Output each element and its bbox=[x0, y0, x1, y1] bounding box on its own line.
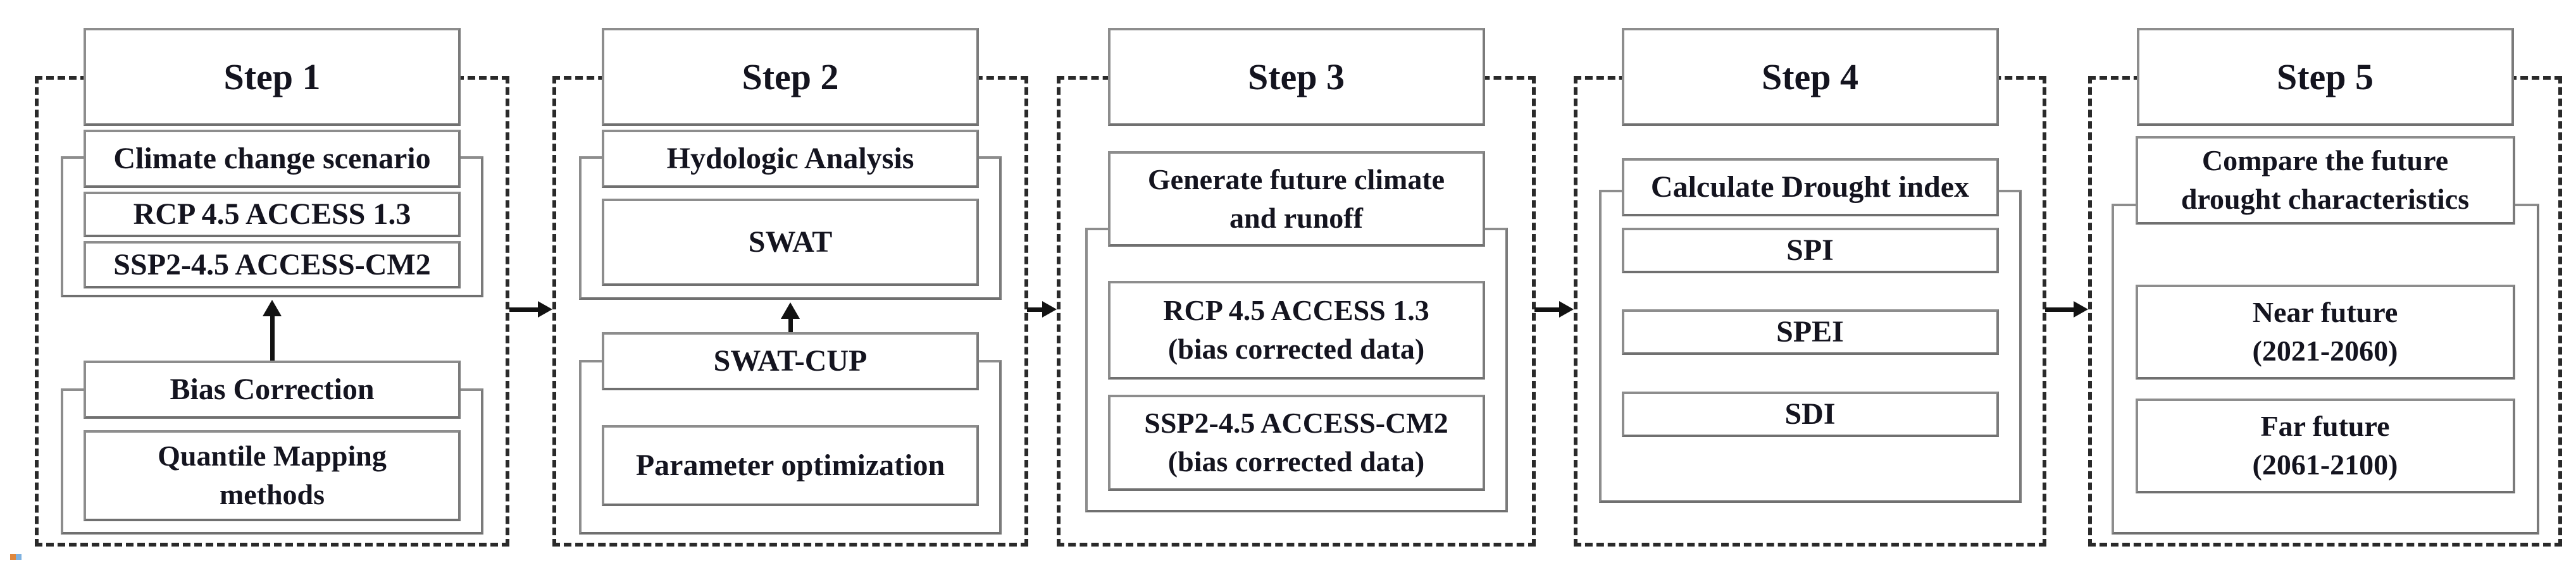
arrow-step1-to-step2-head bbox=[538, 301, 552, 318]
arrow-step4-to-step5 bbox=[2045, 301, 2088, 318]
step-1-item-ssp: SSP2-4.5 ACCESS-CM2 bbox=[84, 241, 461, 288]
step-3-panel: Step 3 Generate future climate and runof… bbox=[1057, 0, 1536, 575]
step-3-generate-header-box: Generate future climate and runoff bbox=[1107, 151, 1485, 247]
step-1-item-rcp: RCP 4.5 ACCESS 1.3 bbox=[84, 192, 461, 237]
step-2-panel: Step 2 Hydologic Analysis SWAT SWAT-CUP … bbox=[552, 0, 1028, 575]
step-4-drought-header-box: Calculate Drought index bbox=[1621, 158, 1999, 216]
step-5-item-far-future: Far future (2061-2100) bbox=[2135, 399, 2515, 493]
step-2-swatcup-header-box: SWAT-CUP bbox=[602, 332, 979, 390]
arrow-step4-to-step5-line bbox=[2045, 307, 2074, 312]
step-5-item-near-future-label: Near future (2021-2060) bbox=[2252, 296, 2398, 367]
step-2-hydro-header: Hydologic Analysis bbox=[666, 142, 914, 176]
step-3-item-ssp-corrected: SSP2-4.5 ACCESS-CM2 (bias corrected data… bbox=[1107, 395, 1485, 491]
step-4-item-sdi: SDI bbox=[1621, 392, 1999, 437]
step-1-up-arrow-head bbox=[263, 300, 282, 316]
arrow-step2-to-step3-line bbox=[1027, 307, 1042, 312]
step-4-item-spi: SPI bbox=[1621, 228, 1999, 273]
step-1-item-quantile-label: Quantile Mapping methods bbox=[158, 440, 387, 510]
step-5-item-far-future-label: Far future (2061-2100) bbox=[2252, 410, 2398, 481]
step-5-compare-header: Compare the future drought characteristi… bbox=[2181, 144, 2470, 215]
step-3-title: Step 3 bbox=[1247, 56, 1345, 97]
arrow-step4-to-step5-head bbox=[2074, 301, 2088, 318]
step-4-item-spi-label: SPI bbox=[1786, 233, 1834, 268]
step-3-item-rcp-corrected: RCP 4.5 ACCESS 1.3 (bias corrected data) bbox=[1107, 281, 1485, 380]
step-1-bias-header: Bias Correction bbox=[170, 373, 375, 407]
step-2-item-parameter: Parameter optimization bbox=[602, 425, 979, 506]
step-1-title: Step 1 bbox=[223, 56, 321, 97]
scan-artifact-blue bbox=[16, 554, 22, 560]
step-3-item-rcp-corrected-label: RCP 4.5 ACCESS 1.3 (bias corrected data) bbox=[1163, 294, 1429, 365]
step-1-climate-header: Climate change scenario bbox=[113, 142, 431, 176]
step-1-climate-header-box: Climate change scenario bbox=[84, 130, 461, 188]
step-1-up-arrow bbox=[261, 300, 283, 361]
arrow-step3-to-step4-head bbox=[1559, 301, 1574, 318]
scan-artifact-orange bbox=[10, 554, 16, 560]
step-1-up-arrow-line bbox=[270, 316, 275, 361]
step-1-item-quantile: Quantile Mapping methods bbox=[84, 430, 461, 521]
step-2-hydro-header-box: Hydologic Analysis bbox=[602, 130, 979, 188]
arrow-step2-to-step3-head bbox=[1042, 301, 1057, 318]
step-5-compare-header-box: Compare the future drought characteristi… bbox=[2135, 136, 2515, 225]
step-1-item-rcp-label: RCP 4.5 ACCESS 1.3 bbox=[133, 197, 411, 232]
step-4-item-spei: SPEI bbox=[1621, 309, 1999, 355]
step-2-item-swat: SWAT bbox=[602, 199, 979, 286]
step-2-up-arrow-line bbox=[788, 319, 793, 333]
step-2-title-box: Step 2 bbox=[602, 28, 979, 126]
step-2-title: Step 2 bbox=[742, 56, 839, 97]
step-3-item-ssp-corrected-label: SSP2-4.5 ACCESS-CM2 (bias corrected data… bbox=[1144, 407, 1448, 478]
step-4-drought-header: Calculate Drought index bbox=[1650, 170, 1970, 204]
step-1-bias-header-box: Bias Correction bbox=[84, 361, 461, 419]
arrow-step1-to-step2-line bbox=[509, 307, 538, 312]
arrow-step2-to-step3 bbox=[1027, 301, 1057, 318]
step-4-item-sdi-label: SDI bbox=[1784, 397, 1836, 431]
step-1-item-ssp-label: SSP2-4.5 ACCESS-CM2 bbox=[113, 247, 431, 281]
step-5-title: Step 5 bbox=[2276, 56, 2374, 97]
arrow-step1-to-step2 bbox=[509, 301, 552, 318]
step-4-panel: Step 4 Calculate Drought index SPI SPEI … bbox=[1574, 0, 2046, 575]
step-2-up-arrow bbox=[780, 302, 801, 333]
step-3-generate-header: Generate future climate and runoff bbox=[1147, 163, 1445, 234]
step-4-title: Step 4 bbox=[1761, 56, 1859, 97]
step-2-swatcup-header: SWAT-CUP bbox=[713, 344, 868, 378]
step-4-title-box: Step 4 bbox=[1621, 28, 1999, 126]
step-2-up-arrow-head bbox=[781, 302, 800, 319]
step-1-panel: Step 1 Climate change scenario RCP 4.5 A… bbox=[35, 0, 509, 575]
step-3-title-box: Step 3 bbox=[1107, 28, 1485, 126]
step-2-item-parameter-label: Parameter optimization bbox=[635, 448, 945, 483]
arrow-step3-to-step4-line bbox=[1534, 307, 1559, 312]
step-5-item-near-future: Near future (2021-2060) bbox=[2135, 285, 2515, 380]
scan-artifact-dot bbox=[10, 554, 22, 560]
step-4-item-spei-label: SPEI bbox=[1776, 315, 1844, 349]
step-1-title-box: Step 1 bbox=[84, 28, 461, 126]
arrow-step3-to-step4 bbox=[1534, 301, 1574, 318]
step-5-title-box: Step 5 bbox=[2136, 28, 2514, 126]
step-5-panel: Step 5 Compare the future drought charac… bbox=[2088, 0, 2562, 575]
step-2-item-swat-label: SWAT bbox=[748, 225, 833, 259]
